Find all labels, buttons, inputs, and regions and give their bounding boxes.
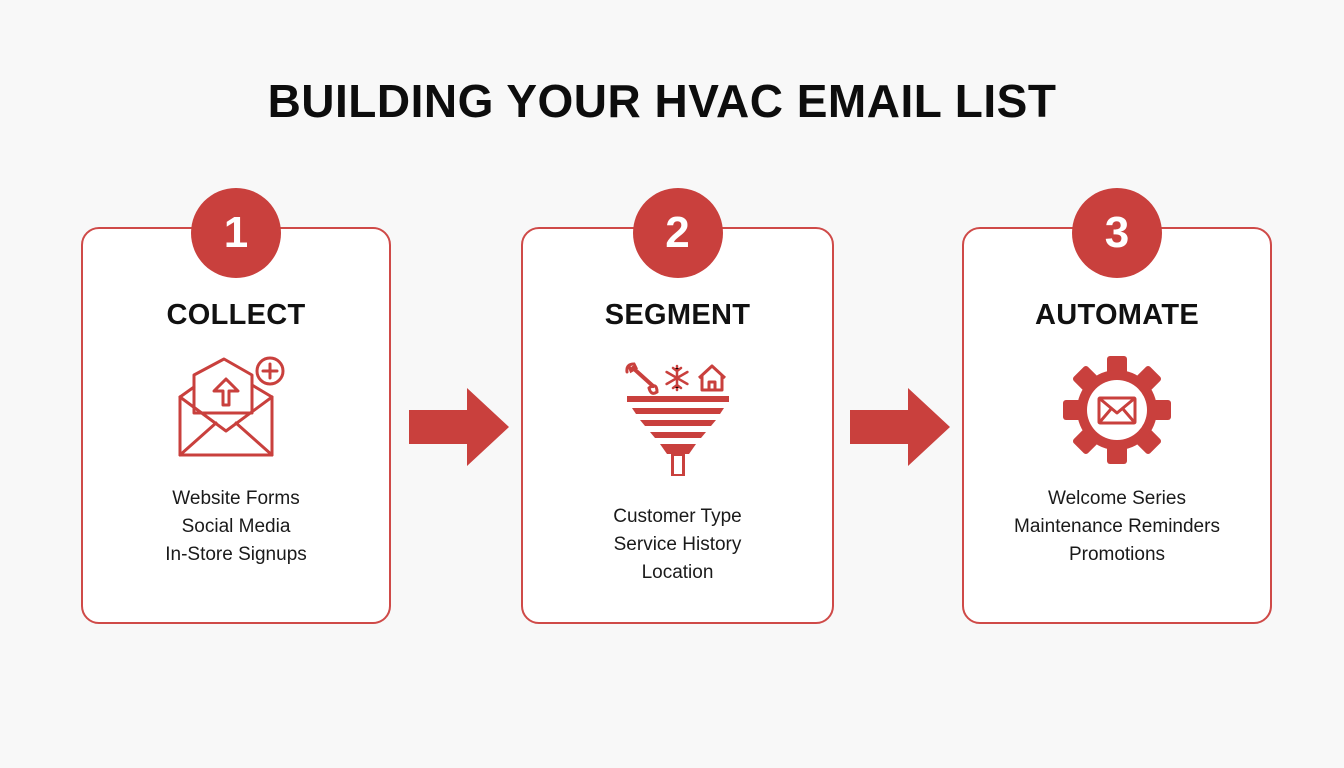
step-details: Customer Type Service History Location: [523, 503, 832, 587]
diagram-title: BUILDING YOUR HVAC EMAIL LIST: [267, 75, 1057, 127]
step-card-collect: 1 COLLECT Website Forms Social Media In-…: [81, 188, 391, 624]
arrow-right-icon: [850, 388, 950, 466]
detail-line: Website Forms: [172, 488, 300, 509]
step-title: COLLECT: [166, 299, 306, 331]
step-title: AUTOMATE: [1034, 299, 1200, 331]
step-title: SEGMENT: [604, 299, 751, 331]
step-number-badge: 3: [1072, 188, 1162, 278]
step-details: Website Forms Social Media In-Store Sign…: [83, 485, 389, 569]
wrench-icon: [624, 362, 659, 395]
step-number-badge: 2: [632, 188, 723, 278]
detail-line: Location: [641, 562, 714, 583]
envelope-upload-icon: [178, 356, 285, 457]
detail-line: Welcome Series: [1048, 488, 1186, 509]
funnel-icon: [624, 362, 729, 476]
detail-line: Service History: [613, 534, 742, 555]
detail-line: Social Media: [181, 516, 291, 537]
detail-line: Promotions: [1068, 544, 1166, 565]
arrow-right-icon: [409, 388, 509, 466]
detail-line: Maintenance Reminders: [1014, 516, 1220, 537]
detail-line: In-Store Signups: [165, 544, 307, 565]
step-card-automate: 3 AUTOMATE Welcome Series Ma: [962, 188, 1272, 624]
step-card-segment: 2 SEGMENT: [521, 188, 834, 624]
detail-line: Customer Type: [613, 506, 742, 527]
snowflake-icon: [664, 364, 689, 392]
gear-envelope-icon: [1063, 356, 1171, 464]
step-number-badge: 1: [191, 188, 281, 278]
house-icon: [697, 364, 726, 392]
step-details: Welcome Series Maintenance Reminders Pro…: [964, 485, 1270, 569]
